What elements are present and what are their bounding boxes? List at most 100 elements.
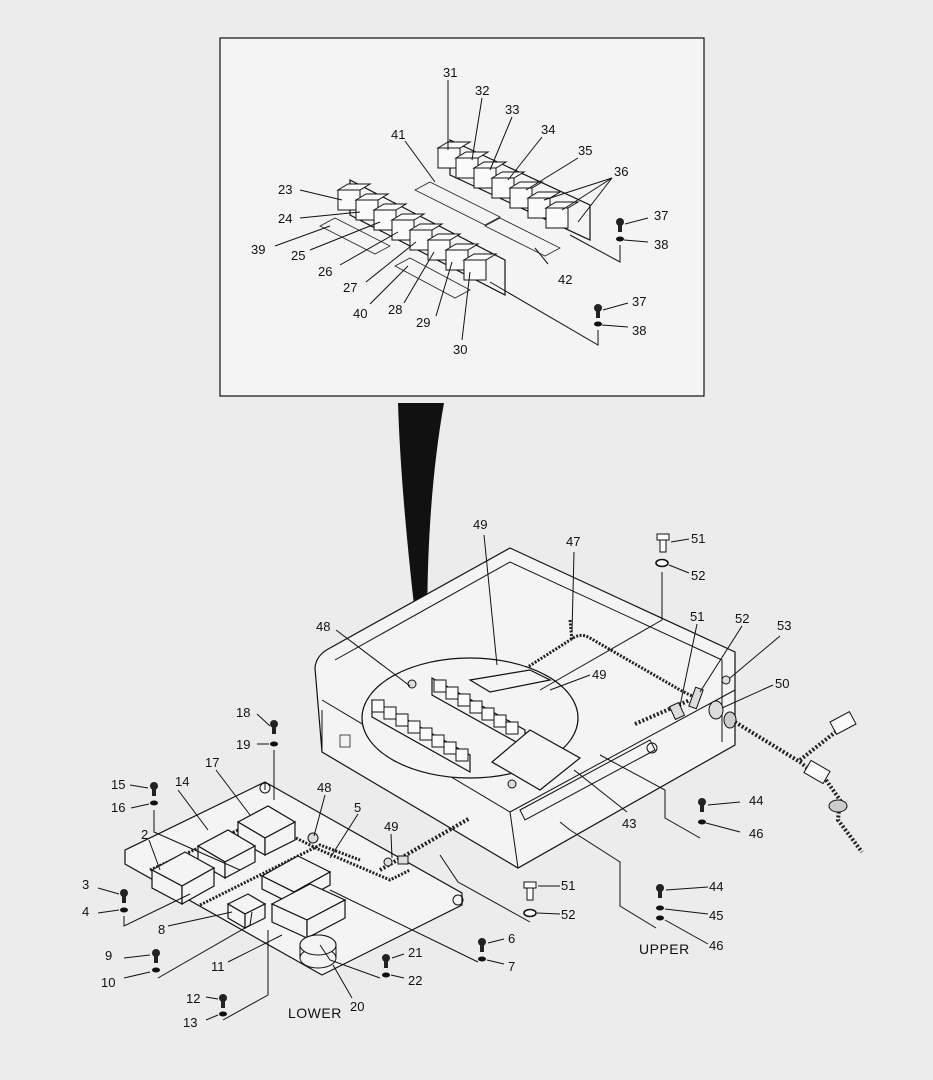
callout-37-upper: 37: [654, 208, 668, 223]
plate-cable: [378, 816, 472, 872]
callout-40: 40: [353, 306, 367, 321]
gasket-40: [394, 257, 471, 299]
module-43: [490, 729, 582, 791]
callout-38-upper: 38: [654, 237, 668, 252]
callout-41: 41: [391, 127, 405, 142]
callout-52-b: 52: [735, 611, 749, 626]
screw-51-top: [656, 533, 670, 553]
callout-9: 9: [105, 948, 112, 963]
gasket-39: [319, 217, 391, 255]
bracket-49: [468, 669, 552, 693]
callout-44-a: 44: [749, 793, 763, 808]
callout-27: 27: [343, 280, 357, 295]
relay-35: [508, 181, 544, 209]
callout-23: 23: [278, 182, 292, 197]
relay-32: [454, 151, 490, 179]
callout-46-b: 46: [709, 938, 723, 953]
screw-3: [120, 889, 128, 903]
harness-connector-mid: [803, 759, 831, 785]
callout-42: 42: [558, 272, 572, 287]
callout-16: 16: [111, 800, 125, 815]
label-lower: LOWER: [288, 1005, 342, 1021]
connector-50: [708, 700, 737, 729]
callout-34: 34: [541, 122, 555, 137]
washer-16: [150, 800, 158, 806]
label-upper: UPPER: [639, 941, 690, 957]
callout-17: 17: [205, 755, 219, 770]
screw-6: [478, 938, 486, 952]
washer-45: [656, 905, 664, 911]
relay-28: [426, 233, 462, 261]
callout-33: 33: [505, 102, 519, 117]
callout-31: 31: [443, 65, 457, 80]
screw-15: [150, 782, 158, 796]
relay-31: [436, 141, 472, 169]
callout-47: 47: [566, 534, 580, 549]
washer-38-lower: [594, 321, 602, 327]
callout-5: 5: [354, 800, 361, 815]
callout-52-a: 52: [691, 568, 705, 583]
screw-21: [382, 954, 390, 968]
callout-14: 14: [175, 774, 189, 789]
grommet-51: [668, 701, 686, 721]
washer-22: [382, 972, 390, 978]
detail-pointer: [398, 403, 444, 660]
lower-assembly: [124, 781, 472, 976]
callout-26: 26: [318, 264, 332, 279]
callout-46-a: 46: [749, 826, 763, 841]
callout-35: 35: [578, 143, 592, 158]
relay-17: [236, 805, 297, 857]
washer-38-upper: [616, 236, 624, 242]
callout-53: 53: [777, 618, 791, 633]
callout-51-c: 51: [561, 878, 575, 893]
callout-2: 2: [141, 827, 148, 842]
washer-46-right: [698, 819, 706, 825]
gasket-41: [414, 181, 501, 226]
screw-44-lower: [656, 884, 664, 898]
screw-12: [219, 994, 227, 1008]
main-leaders: [97, 534, 781, 1021]
detail-inset: 31 32 33 34 35 36 37 38 23 24 39 25 26 2…: [219, 37, 705, 397]
callout-4: 4: [82, 904, 89, 919]
washer-19: [270, 741, 278, 747]
relay-36a: [526, 191, 562, 219]
callout-37-lower: 37: [632, 294, 646, 309]
callout-30: 30: [453, 342, 467, 357]
screw-18: [270, 720, 278, 734]
callout-48-a: 48: [316, 619, 330, 634]
screw-51-lower: [523, 881, 537, 901]
upper-relay-row: [414, 139, 591, 257]
screw-37-lower: [594, 304, 602, 318]
callout-29: 29: [416, 315, 430, 330]
callout-13: 13: [183, 1015, 197, 1030]
callout-49-a: 49: [473, 517, 487, 532]
callout-15: 15: [111, 777, 125, 792]
callout-38-lower: 38: [632, 323, 646, 338]
relay-36b: [544, 201, 580, 229]
relay-26: [390, 213, 426, 241]
harness-connector-top: [829, 710, 857, 736]
screw-44-right: [698, 798, 706, 812]
callout-43: 43: [622, 816, 636, 831]
callout-3: 3: [82, 877, 89, 892]
lower-relay-row: [319, 179, 506, 299]
screw-9: [152, 949, 160, 963]
callout-21: 21: [408, 945, 422, 960]
callout-48-b: 48: [317, 780, 331, 795]
callout-50: 50: [775, 676, 789, 691]
callout-28: 28: [388, 302, 402, 317]
callout-32: 32: [475, 83, 489, 98]
callout-12: 12: [186, 991, 200, 1006]
callout-39: 39: [251, 242, 265, 257]
relay-23: [336, 183, 372, 211]
callout-51-b: 51: [690, 609, 704, 624]
washer-46-lower: [656, 915, 664, 921]
callout-24: 24: [278, 211, 292, 226]
callout-49-b: 49: [592, 667, 606, 682]
box-latch: [339, 734, 351, 748]
bracket-52: [688, 686, 704, 710]
callout-10: 10: [101, 975, 115, 990]
callout-8: 8: [158, 922, 165, 937]
washer-10: [152, 967, 160, 973]
